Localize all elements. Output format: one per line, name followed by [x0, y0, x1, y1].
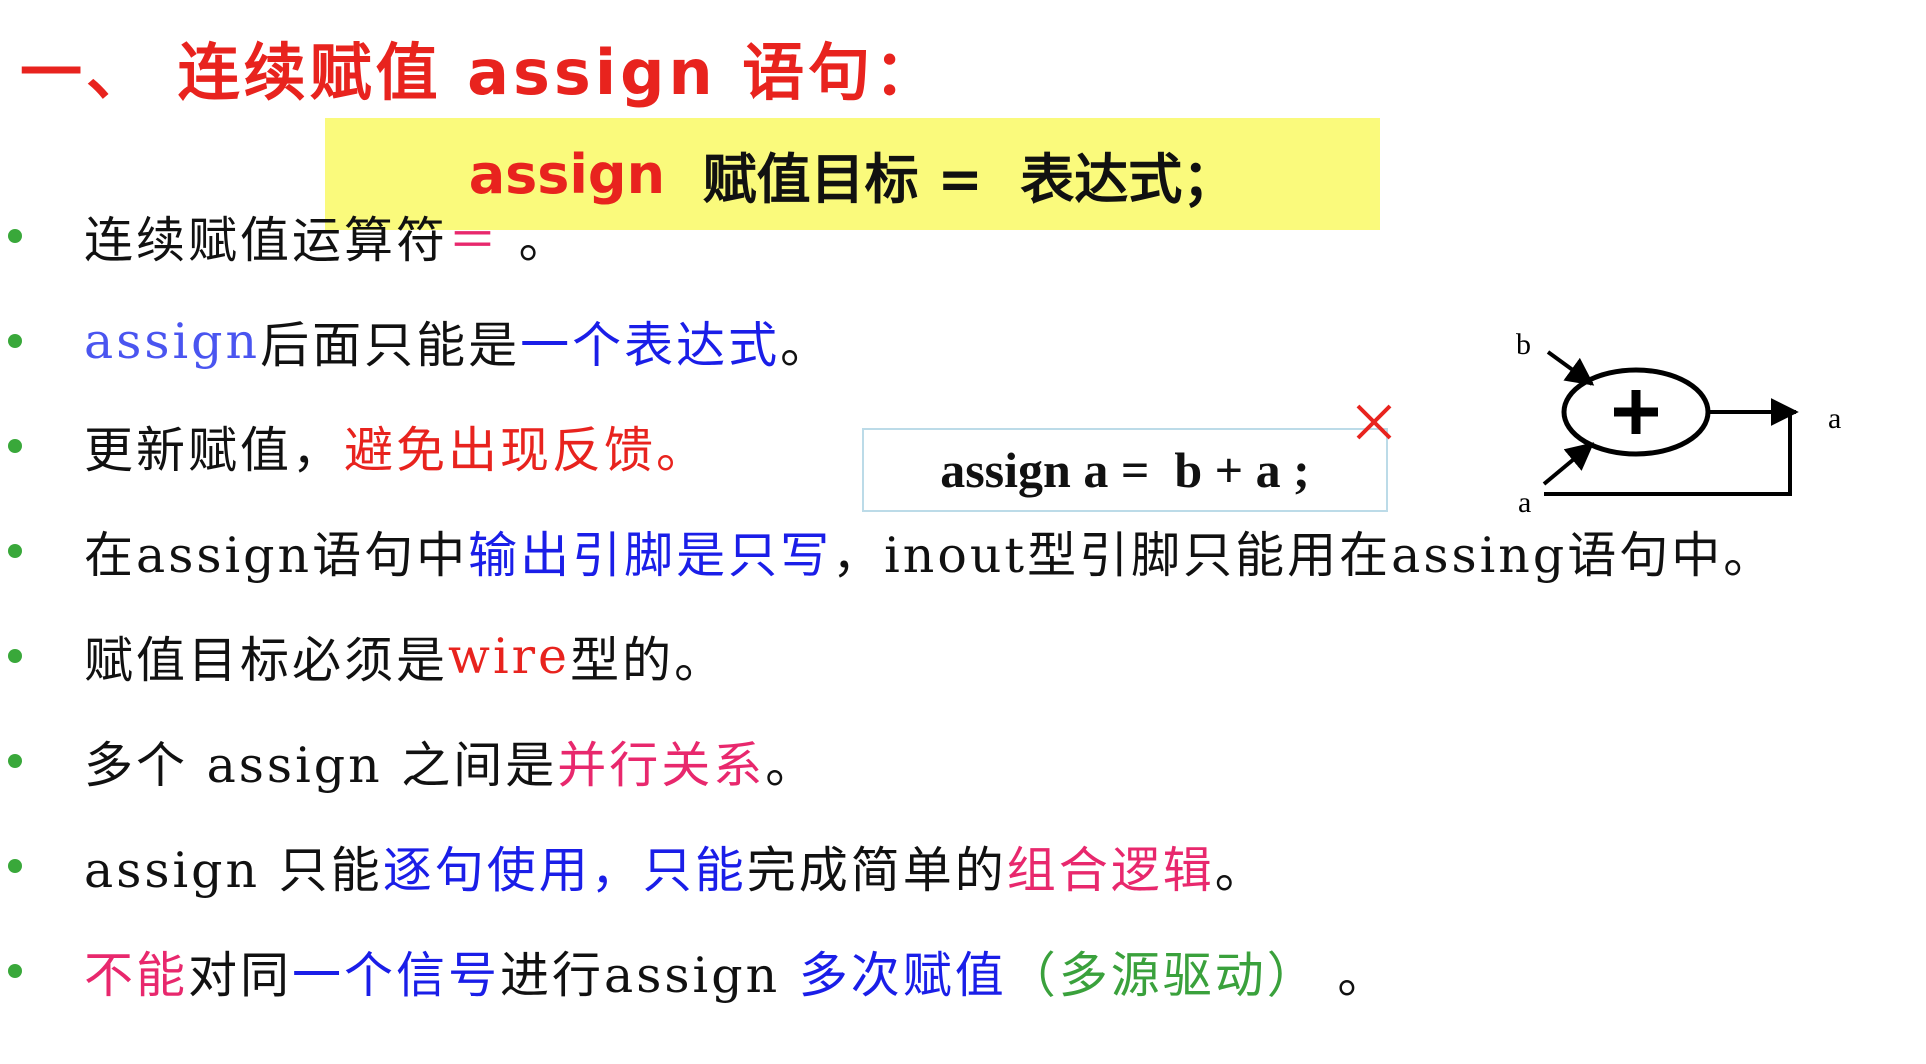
wrong-mark-icon — [1356, 404, 1392, 440]
bullet-text-segment: 对同 — [188, 946, 293, 1004]
label-a-out: a — [1828, 402, 1841, 435]
bullet-text-segment: wire — [448, 627, 571, 685]
bullet-text-segment: ＝ — [448, 211, 501, 269]
feedback-wire — [1544, 412, 1792, 496]
bullet-text-segment: 。 — [1318, 946, 1390, 1004]
syntax-keyword: assign — [468, 142, 666, 206]
bullet-text-segment: （多源驱动） — [1006, 946, 1319, 1004]
bullet-text-segment: 并行关系 — [557, 736, 766, 794]
bullet-item: 多个 assign 之间是并行关系。 — [8, 721, 817, 801]
bullet-text-segment: 。 — [780, 316, 833, 374]
bullet-item: assign 只能逐句使用，只能完成简单的组合逻辑。 — [8, 826, 1267, 906]
label-b: b — [1516, 328, 1531, 361]
bullet-text-segment: ，inout型引脚只能用在assing语句中。 — [832, 526, 1776, 584]
plus-icon — [1614, 390, 1658, 434]
syntax-rest: 赋值目标 = 表达式； — [665, 147, 1237, 211]
bullet-text-segment: 输出引脚是只写 — [468, 526, 833, 584]
bullet-item: 在assign语句中输出引脚是只写，inout型引脚只能用在assing语句中。 — [8, 511, 1775, 591]
bullet-text-segment: 。 — [500, 211, 571, 269]
bullet-item: 不能对同一个信号进行assign 多次赋值（多源驱动） 。 — [8, 931, 1389, 1011]
bullet-text-segment: 一个信号 — [292, 946, 501, 1004]
bullet-text-segment: 一个表达式 — [520, 316, 781, 374]
bullet-text-segment: 连续赋值运算符 — [84, 211, 449, 269]
bullet-dot-icon — [8, 754, 22, 768]
bullet-text-segment: 在assign语句中 — [84, 526, 469, 584]
slide-title: 一、 连续赋值 assign 语句： — [20, 36, 941, 109]
bullet-item: 更新赋值，避免出现反馈。 — [8, 406, 708, 486]
bullet-text-segment: 完成简单的 — [746, 841, 1007, 899]
code-example: assign a = b + a ; — [862, 428, 1388, 512]
bullet-text-segment: 赋值目标必须是 — [84, 631, 449, 689]
input-a-arrow — [1542, 442, 1595, 486]
bullet-dot-icon — [8, 229, 22, 243]
input-b-arrow — [1546, 350, 1595, 386]
syntax-highlight-box: assign 赋值目标 = 表达式； — [325, 118, 1380, 230]
label-a-in: a — [1518, 486, 1531, 519]
bullet-text-segment: 后面只能是 — [260, 316, 521, 374]
bullet-dot-icon — [8, 439, 22, 453]
bullet-text-segment: 多次赋值 — [798, 946, 1007, 1004]
bullet-text-segment: assign 只能 — [84, 841, 383, 899]
bullet-dot-icon — [8, 859, 22, 873]
bullet-text-segment: 逐句使用，只能 — [382, 841, 747, 899]
bullet-dot-icon — [8, 544, 22, 558]
bullet-item: 连续赋值运算符＝ 。 — [8, 196, 571, 276]
bullet-text-segment: 更新赋值， — [84, 421, 345, 479]
bullet-dot-icon — [8, 964, 22, 978]
bullet-text-segment: 进行assign — [500, 946, 799, 1004]
bullet-text-segment: 。 — [1214, 841, 1267, 899]
bullet-text-segment: 多个 assign 之间是 — [84, 736, 558, 794]
bullet-text-segment: 组合逻辑 — [1006, 841, 1215, 899]
bullet-text-segment: assign — [84, 312, 261, 370]
bullet-text-segment: 型的。 — [570, 631, 727, 689]
bullet-dot-icon — [8, 649, 22, 663]
feedback-adder-diagram: b a a — [1516, 328, 1841, 519]
bullet-dot-icon — [8, 334, 22, 348]
bullet-text-segment: 。 — [765, 736, 818, 794]
bullet-text-segment: 避免出现反馈。 — [344, 421, 709, 479]
bullet-text-segment: 不能 — [84, 946, 189, 1004]
